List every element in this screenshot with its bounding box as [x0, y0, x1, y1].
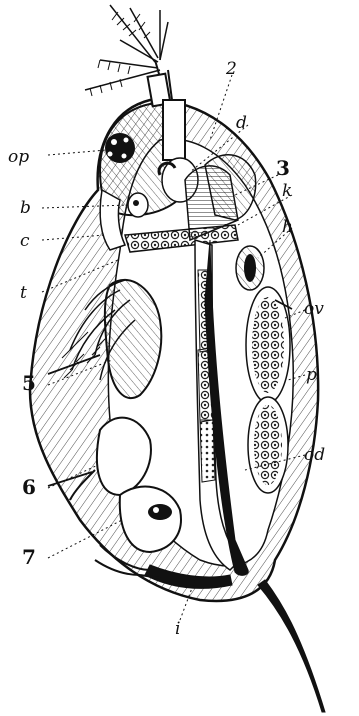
label-7: 7: [22, 545, 36, 569]
label-b: b: [20, 198, 31, 218]
compound-eye: [105, 133, 135, 163]
label-i: i: [175, 619, 180, 639]
label-6: 6: [22, 475, 36, 499]
shell-gland: [236, 246, 264, 290]
label-d: d: [236, 113, 247, 133]
label-op: op: [8, 147, 29, 167]
label-ov: ov: [304, 299, 324, 319]
label-3: 3: [276, 156, 290, 180]
label-od: od: [304, 445, 325, 465]
label-t: t: [20, 283, 27, 303]
label-p: p: [306, 365, 317, 385]
label-5: 5: [22, 371, 36, 395]
label-2: 2: [225, 59, 237, 79]
label-h: h: [282, 217, 293, 237]
label-k: k: [282, 181, 292, 201]
label-c: c: [20, 231, 30, 251]
brain: [128, 193, 148, 217]
tail-spine: [258, 580, 325, 712]
